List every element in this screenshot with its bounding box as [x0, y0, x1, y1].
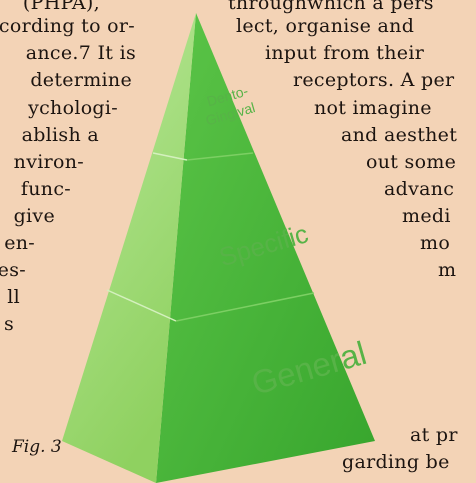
left-text-line: determine: [30, 69, 132, 91]
right-text-line: not imagine: [314, 97, 432, 119]
figure-caption: Fig. 3: [12, 437, 62, 457]
left-text-line: ance.7 It is: [25, 42, 136, 64]
right-text-line: medi: [402, 205, 451, 227]
left-text-line: ablish a: [21, 124, 99, 146]
left-text-line: s: [3, 313, 14, 335]
right-text-line: receptors. A per: [293, 69, 455, 91]
right-text-line: advanc: [384, 178, 455, 200]
left-text-line: nviron-: [13, 151, 84, 173]
pyramid-side-face: [156, 13, 375, 483]
tier-divider: [186, 152, 254, 161]
right-text-line: m: [438, 259, 457, 281]
left-text-line: give: [13, 205, 55, 227]
tier-divider: [175, 292, 315, 322]
left-text-line: func-: [20, 178, 71, 200]
right-text-line: mo: [420, 232, 451, 254]
tier-divider: [106, 289, 177, 322]
right-text-line: and aesthet: [341, 124, 458, 146]
right-text-line: throughwhich a pers: [228, 0, 434, 14]
right-text-line: out some: [366, 151, 457, 173]
left-text-line: ll: [7, 286, 20, 308]
left-text-line: es-: [0, 259, 26, 281]
right-text-line: input from their: [265, 42, 425, 64]
tier-divider: [152, 152, 188, 161]
left-text-line: cording to or-: [0, 15, 135, 37]
left-text-line: (PHPA),: [22, 0, 100, 14]
pyramid-front-face: [62, 13, 196, 483]
right-text-line: at pr: [410, 424, 458, 446]
right-text-line: lect, organise and: [236, 15, 415, 37]
left-text-line: ychologi-: [28, 97, 118, 119]
left-text-line: en-: [4, 232, 35, 254]
right-text-line: garding be: [342, 451, 450, 473]
